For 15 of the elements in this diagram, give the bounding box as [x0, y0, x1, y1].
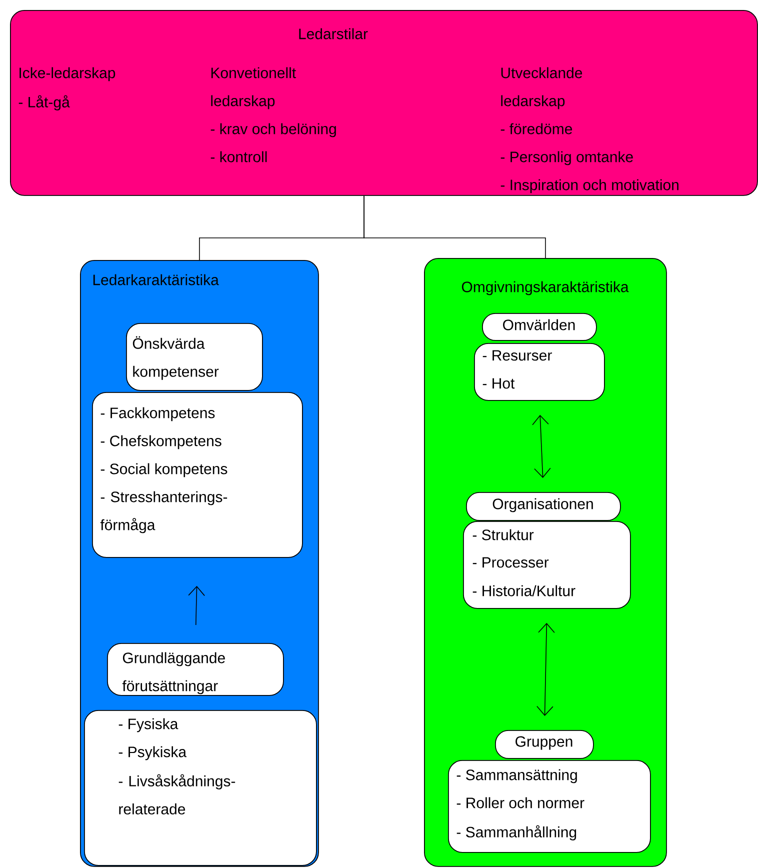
list-box: - Fackkompetens - Chefskompetens - Social kompetens - Stresshanterings-förmåga: [92, 392, 303, 558]
connector-line: [364, 196, 546, 258]
list-box: - Sammansättning - Roller och normer - Sammanhållning: [448, 760, 651, 853]
list-box: - Struktur - Processer - Historia/Kultur: [463, 521, 631, 609]
double-arrow: [532, 414, 551, 478]
pill-label: Gruppen: [495, 730, 594, 759]
list-box: - Fysiska - Psykiska - Livsåskådnings-relaterade: [84, 710, 317, 866]
label-box: Önskvärda kompetenser: [126, 323, 263, 391]
pill-label: Organisationen: [466, 492, 621, 521]
arrow: [188, 586, 205, 626]
label-box: Grundläggande förutsättningar: [107, 643, 284, 696]
list-box: - Resurser - Hot: [474, 343, 605, 401]
heading-panel: Ledarstilar Icke-ledarskap - Låt-gå Konvetionellt ledarskap - krav och belöning - kontroll Utvecklande ledarskap - föredöme - Personlig omtanke - Inspiration och motivation: [10, 10, 758, 196]
double-arrow: [536, 622, 555, 716]
pill-label: Omvärlden: [482, 313, 597, 341]
